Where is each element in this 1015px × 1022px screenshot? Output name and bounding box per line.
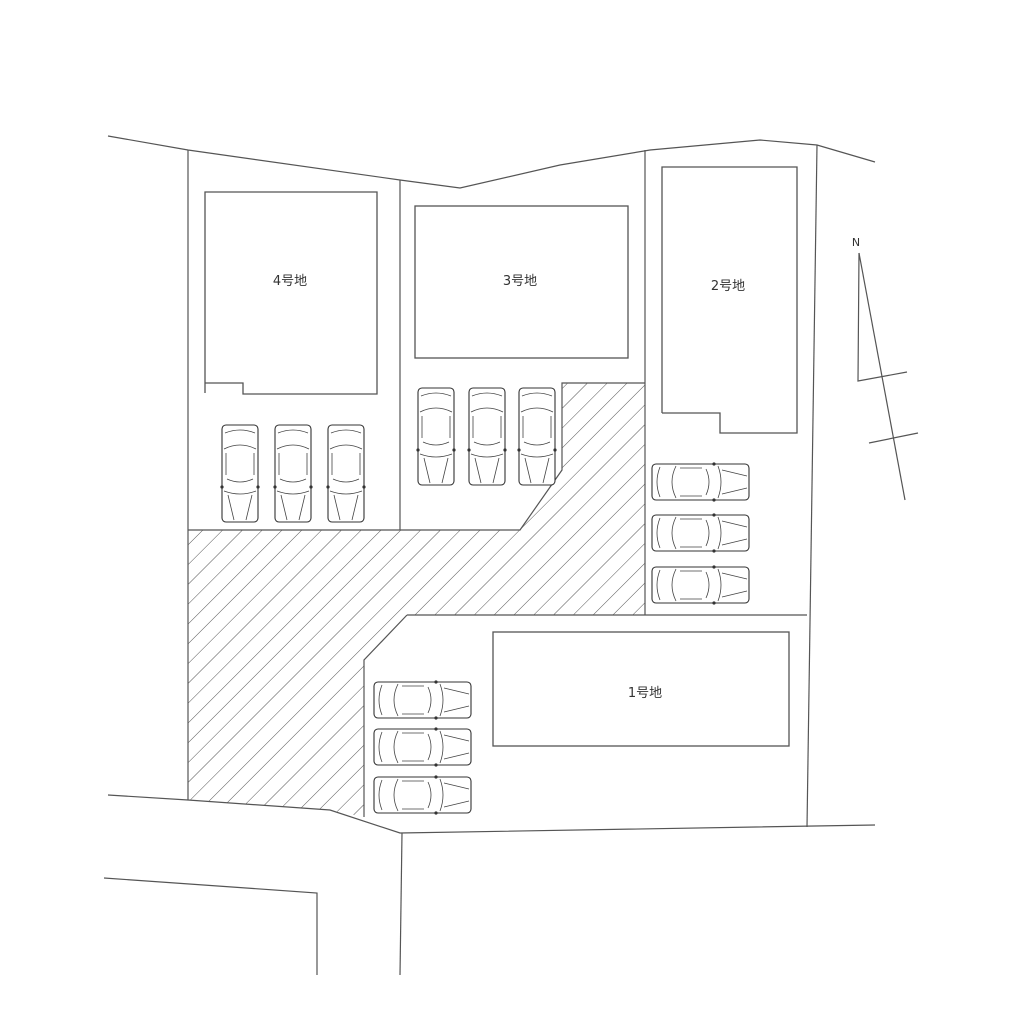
lot-3-building — [414, 205, 629, 359]
lot-3-label: 3号地 — [503, 274, 537, 289]
lot-4-parked-car-icon — [325, 424, 367, 523]
south-road-edge — [107, 794, 876, 834]
lot-1-west-boundary — [363, 614, 408, 817]
road-edge-vertical — [399, 832, 403, 976]
shared-driveway-hatched — [188, 383, 645, 817]
lot-3-4-south-boundary — [188, 382, 645, 531]
lot-4-label: 4号地 — [273, 274, 307, 289]
north-boundary — [107, 135, 876, 189]
lot-4-building — [204, 191, 378, 395]
lot-1-building — [492, 631, 790, 747]
lot-2-parked-car-icon — [651, 512, 750, 554]
lot-2-parked-car-icon — [651, 461, 750, 503]
lot-3-parked-car-icon — [516, 387, 558, 486]
lot-3-parked-car-icon — [415, 387, 457, 486]
lot-4-parked-car-icon — [219, 424, 261, 523]
east-boundary — [806, 144, 818, 828]
north-arrow-icon: N — [852, 236, 919, 501]
lot-2-building — [661, 166, 798, 434]
lot-1-parked-car-icon — [373, 679, 472, 721]
lot-2-parked-car-icon — [651, 564, 750, 606]
neighbor-lot-boundary — [103, 877, 318, 975]
lot-1-parked-car-icon — [373, 726, 472, 768]
lot-1-label: 1号地 — [628, 686, 662, 701]
north-label: N — [852, 236, 860, 249]
lot-1-parked-car-icon — [373, 774, 472, 816]
lot-2-label: 2号地 — [711, 279, 745, 294]
lot-3-parked-car-icon — [466, 387, 508, 486]
lot-4-parked-car-icon — [272, 424, 314, 523]
